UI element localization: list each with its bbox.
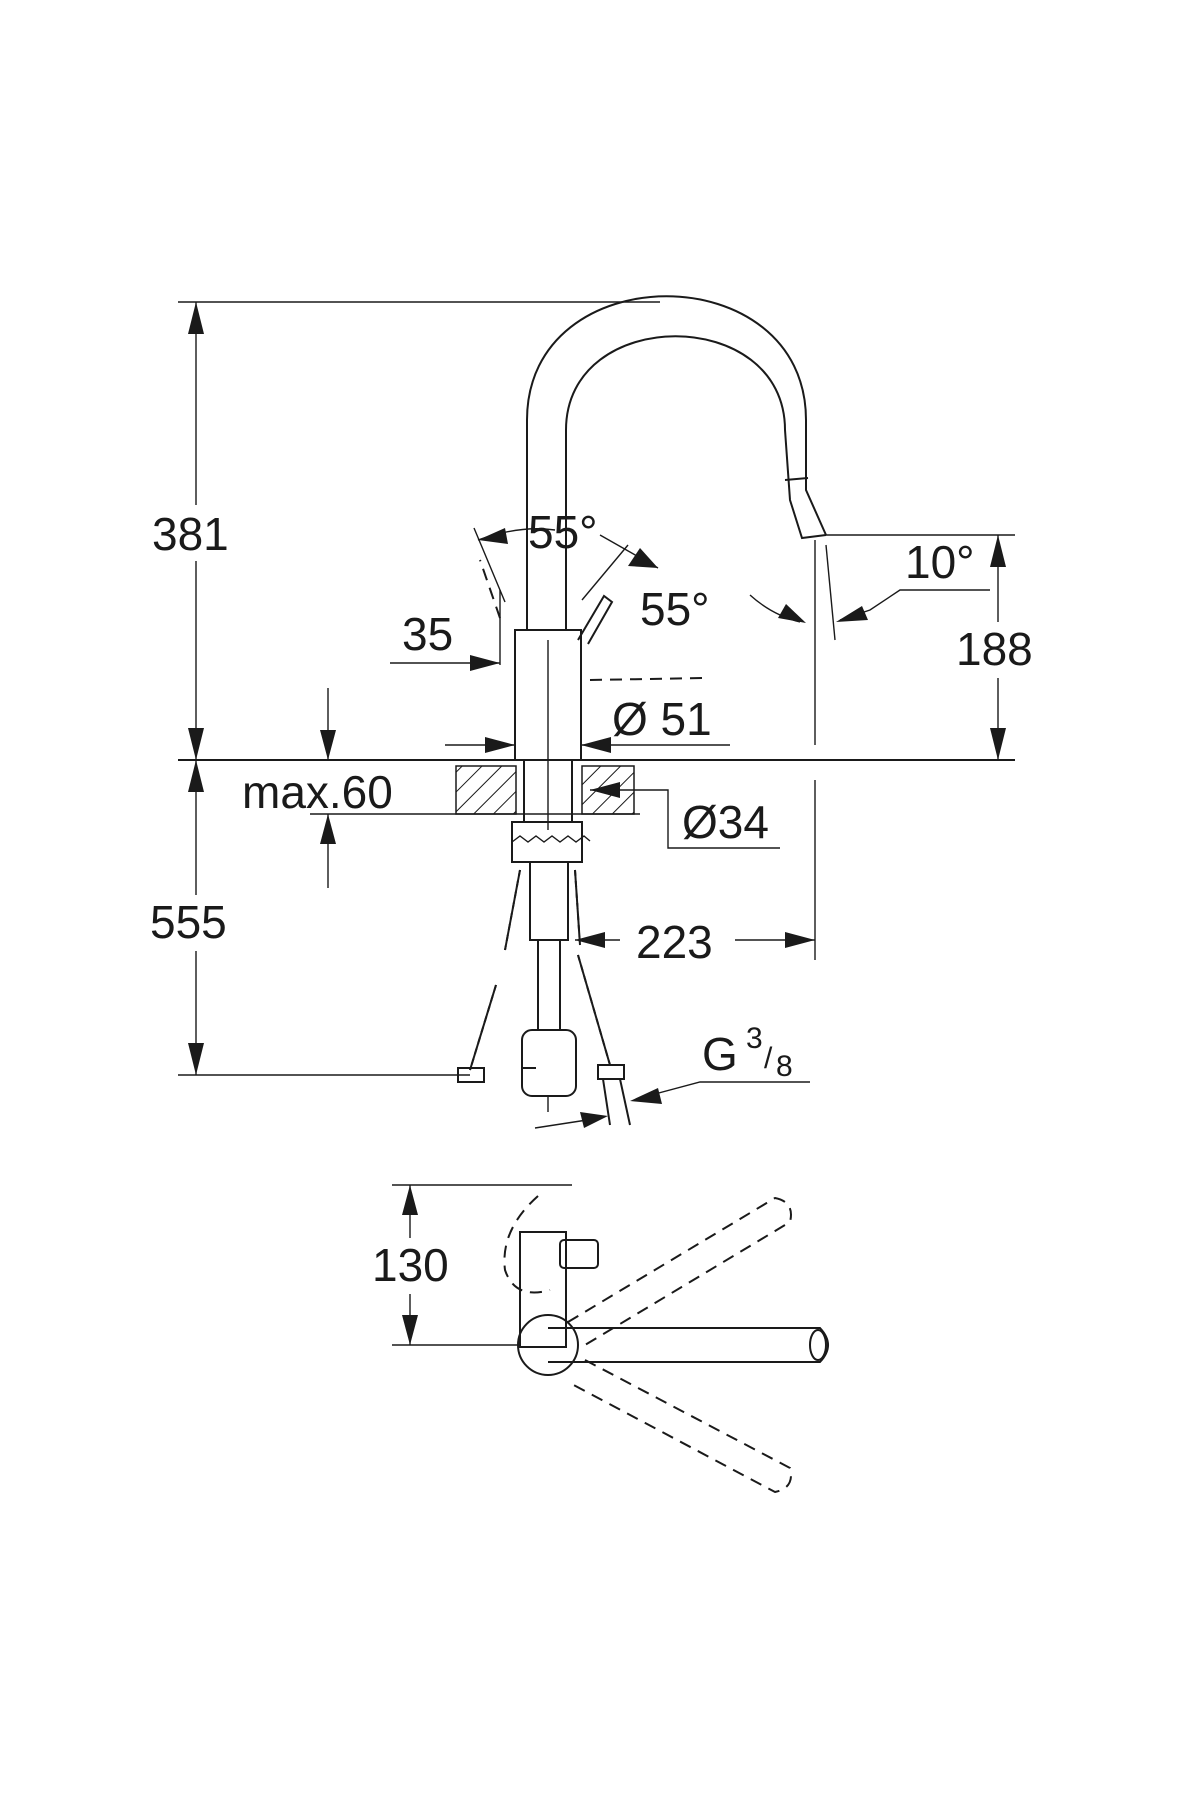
handle-lever	[577, 594, 614, 645]
handle-top	[559, 1239, 599, 1269]
supply-hose-left	[457, 984, 497, 1083]
spout	[526, 295, 827, 630]
pullout-head-joint	[784, 477, 809, 481]
handle-alt-right	[589, 677, 706, 681]
dim-connection-thread	[534, 1081, 810, 1129]
dim-spout-height	[826, 534, 1041, 760]
label-body-diameter: Ø 51	[612, 693, 712, 745]
label-thread-slash: /	[764, 1042, 773, 1075]
side-elevation: 381 555 max.60 35	[150, 295, 1041, 1129]
dim-below-counter	[150, 760, 240, 1075]
pullout-hose	[537, 939, 561, 1031]
dim-handle-angle	[473, 527, 659, 603]
nut-teeth	[511, 835, 591, 843]
label-thread-prefix: G	[702, 1028, 738, 1080]
spout-top-main	[548, 1327, 829, 1363]
label-handle-angle-right: 55°	[640, 583, 710, 635]
label-thread-denominator: 8	[776, 1050, 793, 1083]
label-mounting-hole: Ø34	[682, 796, 769, 848]
supply-hose-right	[577, 954, 631, 1126]
label-total-height: 381	[152, 508, 229, 560]
fitting	[529, 861, 569, 941]
spout-top-swing-up	[567, 1196, 792, 1346]
body-top-circle	[517, 1314, 579, 1376]
label-thread-numerator: 3	[746, 1022, 763, 1055]
handle-sweep-arc	[503, 1195, 551, 1294]
label-below-counter: 555	[150, 896, 227, 948]
dim-reach	[575, 780, 816, 960]
handle-alt-left	[479, 559, 501, 619]
mounting-nut	[511, 821, 583, 863]
dim-spout-angle	[749, 540, 990, 745]
label-spout-angle: 10°	[905, 536, 975, 588]
label-handle-angle-left: 55°	[528, 506, 598, 558]
dim-body-diameter	[445, 737, 730, 753]
label-reach: 223	[636, 916, 713, 968]
supply-hose-upper	[504, 869, 581, 951]
hose-weight	[521, 1029, 577, 1097]
dim-counter-thickness	[320, 688, 336, 888]
dim-lever-offset	[390, 590, 501, 671]
label-swivel-depth: 130	[372, 1239, 449, 1291]
label-lever-offset: 35	[402, 608, 453, 660]
dim-total-height	[150, 302, 240, 760]
spout-top-tip	[809, 1329, 827, 1361]
label-counter-thickness: max.60	[242, 766, 393, 818]
dim-swivel-depth	[368, 1185, 458, 1345]
label-spout-height: 188	[956, 623, 1033, 675]
top-view: 130	[368, 1184, 829, 1494]
spout-top-swing-down	[567, 1359, 792, 1494]
spout-inner	[565, 335, 827, 630]
counter-hatch-left	[455, 765, 517, 815]
dim-mounting-hole	[590, 782, 780, 849]
